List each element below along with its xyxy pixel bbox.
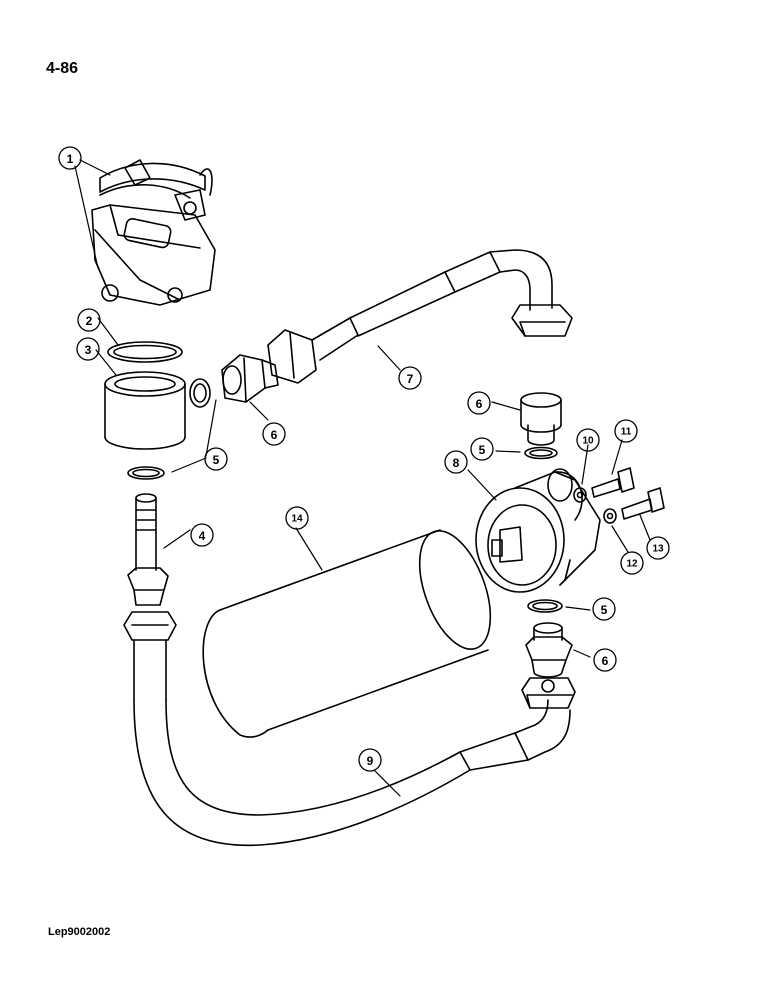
lower-hose bbox=[123, 611, 576, 847]
callout-14: 14 bbox=[291, 514, 303, 525]
bolt-upper bbox=[591, 467, 635, 498]
page-number: 4-86 bbox=[46, 60, 79, 77]
upper-hose bbox=[267, 249, 573, 384]
callout-9: 9 bbox=[367, 754, 374, 768]
pump-assembly bbox=[91, 159, 216, 306]
o-ring bbox=[107, 341, 183, 363]
filter-cup bbox=[104, 371, 186, 450]
callout-5-lower: 5 bbox=[601, 603, 608, 617]
small-washer-lower bbox=[603, 508, 617, 524]
callout-8: 8 bbox=[453, 456, 460, 470]
callout-6-pump: 6 bbox=[271, 428, 278, 442]
callout-13: 13 bbox=[652, 544, 664, 555]
callout-12: 12 bbox=[626, 559, 638, 570]
adapter-fitting-bottom bbox=[525, 622, 573, 678]
callout-circles bbox=[58, 146, 670, 772]
callout-5-top: 5 bbox=[479, 443, 486, 457]
callout-4: 4 bbox=[199, 529, 206, 543]
reference-code: Lep9002002 bbox=[48, 926, 111, 938]
filter-head bbox=[475, 468, 601, 593]
callout-2: 2 bbox=[86, 314, 93, 328]
callout-7: 7 bbox=[407, 372, 414, 386]
callout-6-top: 6 bbox=[476, 397, 483, 411]
bolt-lower bbox=[621, 487, 665, 520]
nipple-adapter bbox=[127, 493, 169, 606]
small-washer bbox=[573, 487, 587, 503]
callout-11: 11 bbox=[621, 427, 632, 438]
callout-1: 1 bbox=[67, 152, 74, 166]
adapter-fitting bbox=[221, 354, 279, 403]
callout-leaders bbox=[74, 159, 651, 797]
callout-10: 10 bbox=[582, 436, 594, 447]
adapter-fitting-top bbox=[520, 392, 562, 446]
callout-5-left: 5 bbox=[213, 453, 220, 467]
callout-6-bottom: 6 bbox=[602, 654, 609, 668]
callout-3: 3 bbox=[85, 343, 92, 357]
filter-cartridge bbox=[202, 529, 492, 738]
washer-group bbox=[127, 378, 563, 613]
